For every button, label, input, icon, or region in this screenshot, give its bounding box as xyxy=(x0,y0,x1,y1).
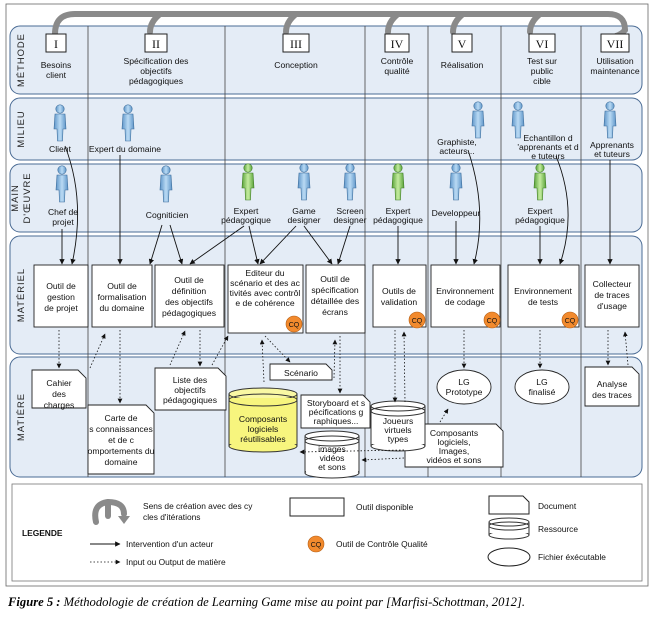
legend-cycle-icon xyxy=(92,498,127,525)
resource-images xyxy=(304,430,360,479)
stage-title-3: Conception xyxy=(274,60,318,70)
stage-numbers xyxy=(45,33,630,53)
legend-cq-label: Outil de Contrôle Qualité xyxy=(336,539,428,549)
band-label-milieu: MILIEU xyxy=(15,110,26,147)
executable-shapes xyxy=(436,369,570,405)
band-label-main-1: MAIN xyxy=(9,184,20,211)
legend-cq-icon xyxy=(307,535,325,553)
cq-badges xyxy=(285,311,579,333)
legend-document-label: Document xyxy=(538,501,577,511)
legend-executable-label: Fichier éxécutable xyxy=(538,552,606,562)
intervention-arrows xyxy=(59,145,613,265)
methodology-figure: MÉTHODE MILIEU MAIN D'ŒUVRE MATÉRIEL MAT… xyxy=(5,3,649,587)
cq-label-2: CQ xyxy=(412,318,423,325)
legend-intervention-label: Intervention d'un acteur xyxy=(126,539,213,549)
resource-composants-reutilisables xyxy=(228,387,298,453)
legend-executable-icon xyxy=(487,547,531,567)
legend-io-label: Input ou Output de matière xyxy=(126,557,226,567)
cq-label-1: CQ xyxy=(289,322,300,329)
document-shapes xyxy=(31,363,640,475)
iteration-cycle-arrow xyxy=(52,11,628,39)
caption-text: Méthodologie de création de Learning Gam… xyxy=(63,595,526,609)
actor-client-label: Client xyxy=(49,144,72,154)
tool-boxes xyxy=(33,264,640,334)
legend-title: LEGENDE xyxy=(22,528,63,538)
stage-title-5: Réalisation xyxy=(441,60,484,70)
band-methode xyxy=(9,25,643,95)
legend-tool-label: Outil disponible xyxy=(356,502,414,512)
band-milieu xyxy=(9,97,643,161)
stage-num-7: VII xyxy=(607,37,624,51)
actor-cogniticien-label: Cogniticien xyxy=(146,210,189,220)
cq-label-4: CQ xyxy=(565,318,576,325)
stage-num-4: IV xyxy=(391,37,404,51)
stage-num-3: III xyxy=(290,37,302,51)
actor-graphiste-label: Graphiste,acteurs... xyxy=(437,137,477,156)
band-label-methode: MÉTHODE xyxy=(15,33,26,87)
legend-cq-badge-label: CQ xyxy=(311,542,322,549)
actor-expert-domaine-label: Expert du domaine xyxy=(89,144,161,154)
stage-num-2: II xyxy=(152,37,160,51)
band-label-matiere: MATIÈRE xyxy=(15,393,26,441)
doc-scenario-label: Scénario xyxy=(284,368,318,378)
legend-cycle-head-icon xyxy=(118,516,130,524)
legend-document-icon xyxy=(488,495,530,515)
io-arrows xyxy=(56,330,629,463)
resource-joueurs xyxy=(370,400,426,452)
stage-num-5: V xyxy=(458,37,467,51)
stage-num-1: I xyxy=(54,37,58,51)
actor-developpeur-label: Developpeur xyxy=(432,208,481,218)
cq-label-3: CQ xyxy=(487,318,498,325)
band-label-materiel: MATÉRIEL xyxy=(15,268,26,322)
legend-resource-icon xyxy=(488,517,530,540)
caption-number: Figure 5 : xyxy=(8,595,61,609)
legend-resource-label: Ressource xyxy=(538,524,578,534)
band-label-main-2: D'ŒUVRE xyxy=(21,173,32,224)
figure-caption: Figure 5 : Méthodologie de création de L… xyxy=(8,595,648,610)
legend-tool-icon xyxy=(289,497,345,517)
stage-num-6: VI xyxy=(536,37,549,51)
